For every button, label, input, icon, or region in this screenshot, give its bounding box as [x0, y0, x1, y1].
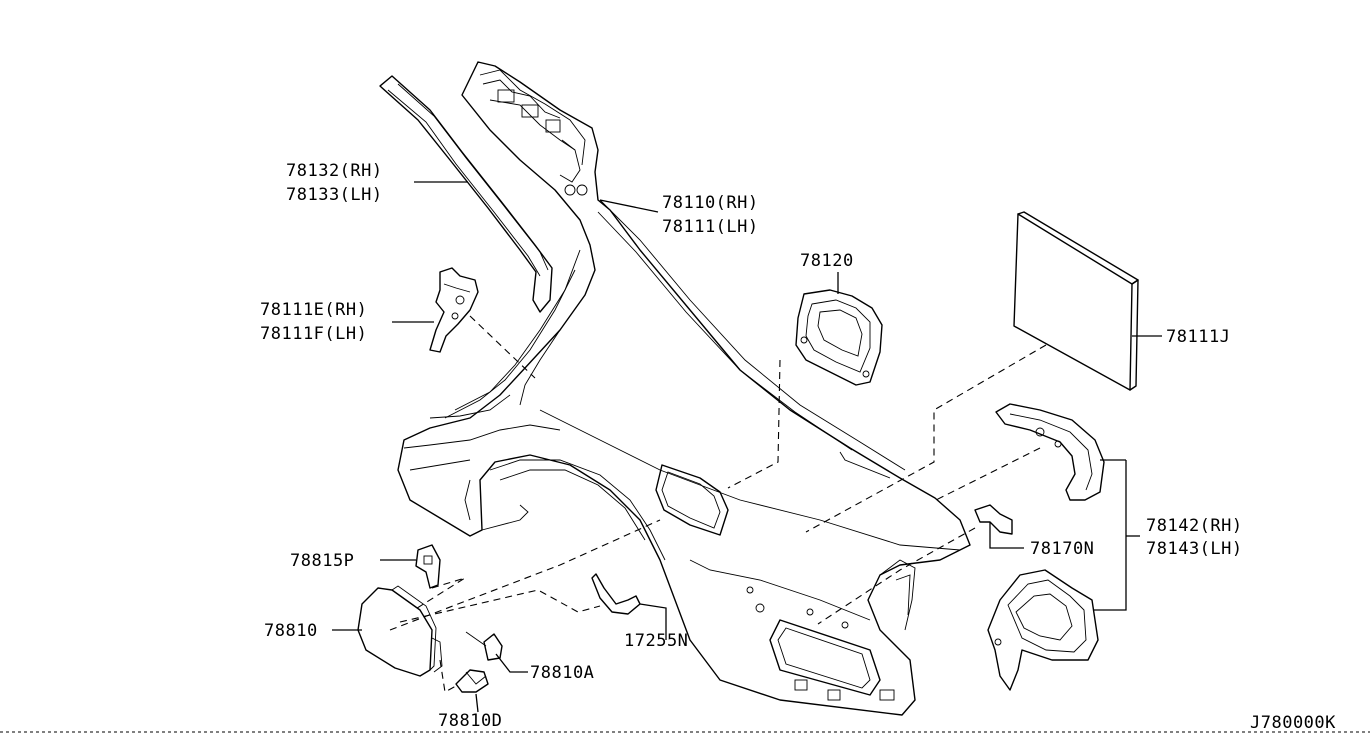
label-78810A: 78810A: [530, 663, 594, 683]
label-78133: 78133(LH): [286, 185, 383, 205]
part-17255N-clamp[interactable]: [591, 573, 641, 615]
part-78810A-bumper[interactable]: [465, 631, 503, 661]
label-17255N: 17255N: [624, 631, 688, 651]
label-78111E: 78111E(RH): [260, 300, 367, 320]
label-78170N: 78170N: [1030, 539, 1094, 559]
part-78142-upper[interactable]: [995, 403, 1105, 501]
label-78132: 78132(RH): [286, 161, 383, 181]
part-78111E-bracket[interactable]: [429, 267, 479, 353]
label-78810: 78810: [264, 621, 318, 641]
part-78111J-pad[interactable]: [1013, 211, 1139, 391]
label-78120: 78120: [800, 251, 854, 271]
diagram-code: J780000K: [1250, 713, 1336, 733]
part-78120-filler-base[interactable]: [795, 289, 883, 386]
label-78810D: 78810D: [438, 711, 502, 731]
part-78132-rail[interactable]: [379, 75, 553, 313]
label-78111J: 78111J: [1166, 327, 1230, 347]
part-78810-filler-lid[interactable]: [357, 585, 443, 677]
part-78815P-bracket[interactable]: [415, 544, 441, 589]
part-78110-quarter-panel[interactable]: [397, 61, 971, 716]
label-78142: 78142(RH): [1146, 516, 1243, 536]
label-78111: 78111(LH): [662, 217, 759, 237]
assembly-lines: [389, 315, 1047, 693]
part-78810D-plug[interactable]: [455, 669, 489, 693]
part-78143-lower[interactable]: [987, 569, 1099, 691]
label-78143: 78143(LH): [1146, 539, 1243, 559]
label-78815P: 78815P: [290, 551, 354, 571]
label-78110: 78110(RH): [662, 193, 759, 213]
label-78111F: 78111F(LH): [260, 324, 367, 344]
leader-lines: [332, 181, 1162, 713]
part-78170N-clip[interactable]: [974, 504, 1013, 535]
